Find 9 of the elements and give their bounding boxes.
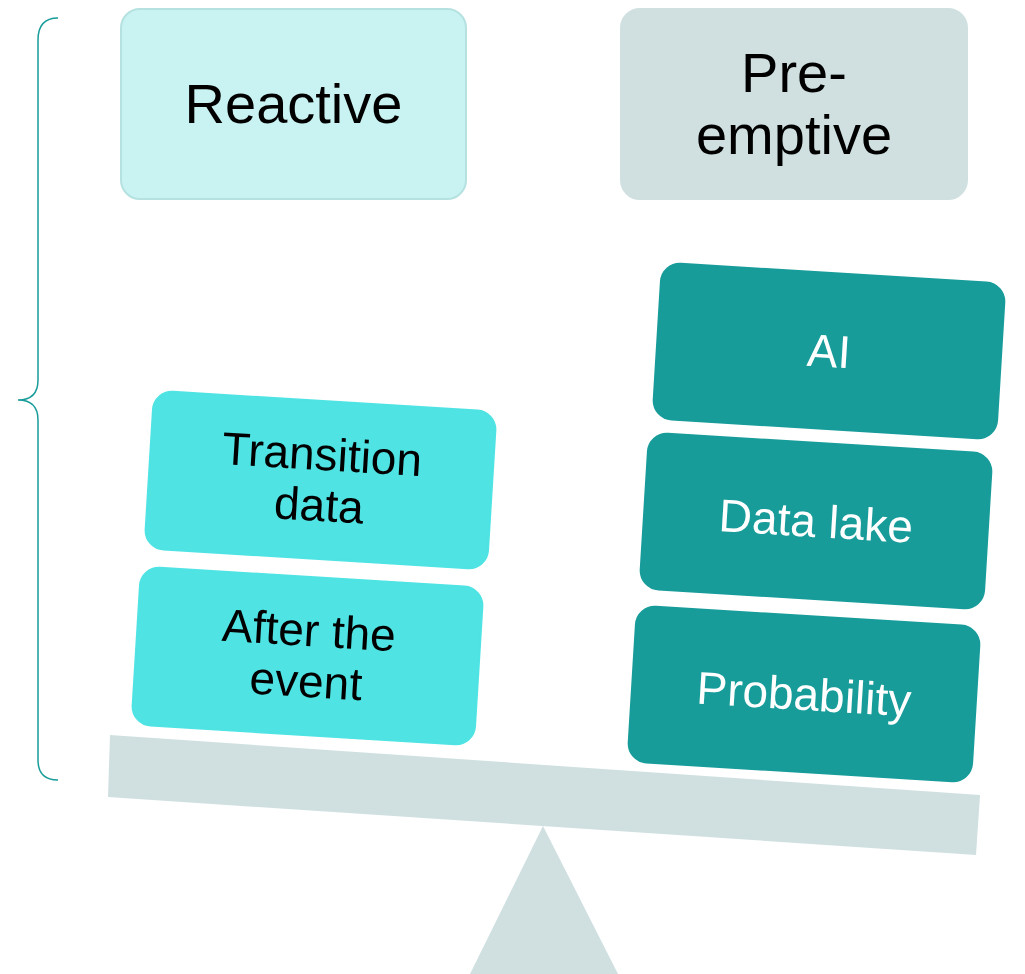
category-box (120, 8, 467, 200)
block-label: After the event (219, 598, 399, 713)
block-label: Data lake (717, 489, 915, 553)
category-box (620, 8, 968, 200)
block-label: Reactive (184, 73, 403, 135)
block-label: Pre-emptive (694, 42, 894, 166)
block-label: AI (805, 324, 853, 378)
block-label: Transition data (219, 421, 425, 536)
block-label: Probability (695, 662, 913, 726)
